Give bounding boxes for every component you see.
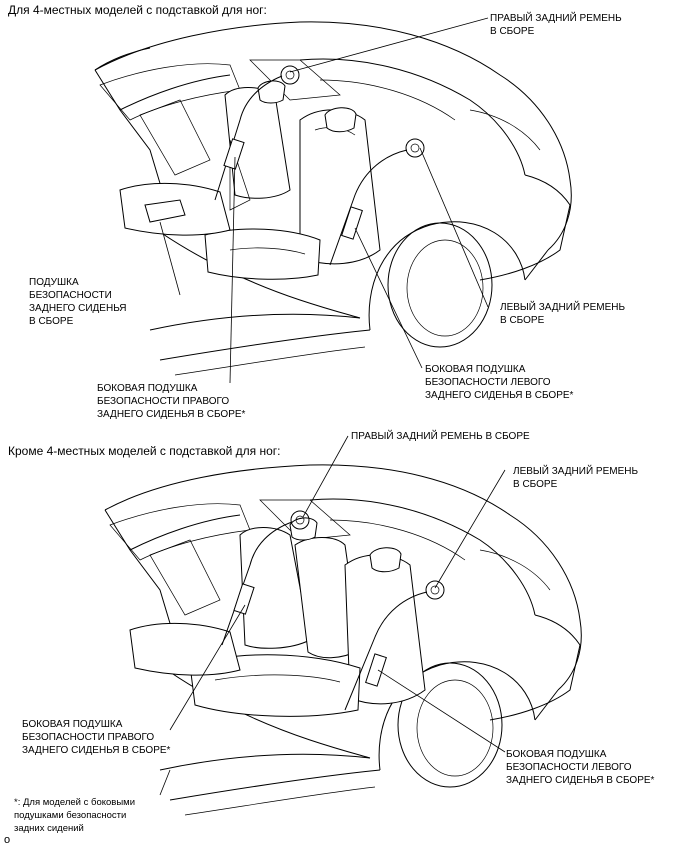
diagram-1-car-drawing (94, 21, 572, 376)
label-left-rear-side-airbag-2: БОКОВАЯ ПОДУШКА БЕЗОПАСНОСТИ ЛЕВОГО ЗАДН… (506, 749, 655, 786)
label-left-rear-side-airbag-1: БОКОВАЯ ПОДУШКА БЕЗОПАСНОСТИ ЛЕВОГО ЗАДН… (425, 364, 574, 401)
label-left-rear-belt-1: ЛЕВЫЙ ЗАДНИЙ РЕМЕНЬ В СБОРЕ (500, 302, 626, 326)
diagram-1-title: Для 4-местных моделей с подставкой для н… (8, 3, 267, 17)
diagram-2-car-drawing (104, 464, 582, 816)
label-rear-seat-cushion-airbag: ПОДУШКА БЕЗОПАСНОСТИ ЗАДНЕГО СИДЕНЬЯ В С… (29, 277, 127, 327)
label-right-rear-side-airbag-2: БОКОВАЯ ПОДУШКА БЕЗОПАСНОСТИ ПРАВОГО ЗАД… (22, 719, 171, 756)
label-right-rear-belt-1: ПРАВЫЙ ЗАДНИЙ РЕМЕНЬ В СБОРЕ (490, 13, 622, 37)
diagram-2-leader-lines (159, 435, 506, 796)
label-right-rear-belt-2: ПРАВЫЙ ЗАДНИЙ РЕМЕНЬ В СБОРЕ (351, 431, 530, 442)
diagram-1-leader-lines (159, 17, 489, 384)
label-left-rear-belt-2: ЛЕВЫЙ ЗАДНИЙ РЕМЕНЬ В СБОРЕ (513, 466, 639, 490)
diagram-2-title: Кроме 4-местных моделей с подставкой для… (8, 444, 281, 458)
page-marker: o (4, 834, 11, 846)
label-right-rear-side-airbag-1: БОКОВАЯ ПОДУШКА БЕЗОПАСНОСТИ ПРАВОГО ЗАД… (97, 383, 246, 420)
footnote: *: Для моделей с боковыми подушками безо… (14, 797, 135, 834)
